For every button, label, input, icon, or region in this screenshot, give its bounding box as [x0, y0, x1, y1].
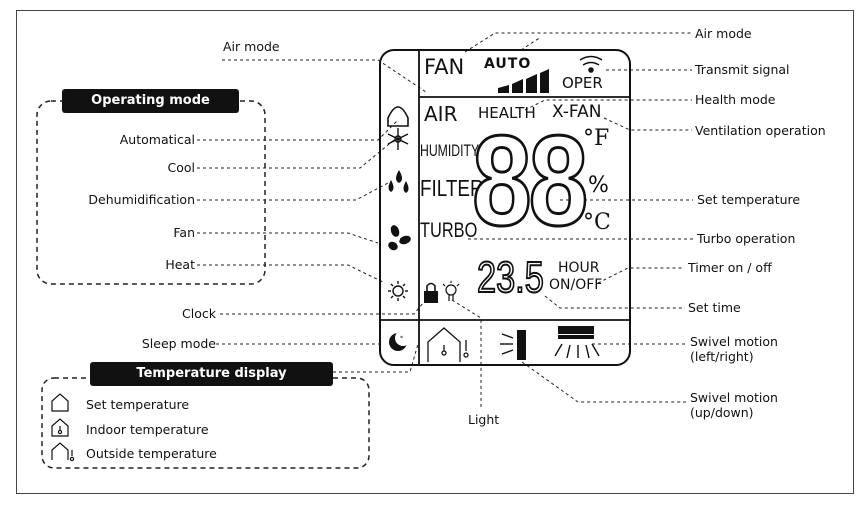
operating-mode-title: Operating mode — [62, 89, 239, 113]
diagram-frame — [16, 10, 854, 494]
callout-transmit-signal: Transmit signal — [695, 62, 790, 77]
outside-temp-legend-icon — [51, 442, 75, 462]
leader-light — [451, 299, 482, 408]
mode-cool: Cool — [167, 160, 196, 175]
lcd-panel — [379, 49, 631, 366]
callout-set-temperature: Set temperature — [697, 192, 801, 207]
leader-heat — [197, 264, 386, 284]
transmit-icon — [579, 55, 603, 73]
callout-air-mode-right: Air mode — [695, 26, 752, 41]
callout-clock: Clock — [182, 306, 216, 321]
leader-temp-display — [333, 343, 419, 373]
display-fan: FAN — [424, 55, 465, 79]
display-onoff: ON/OFF — [549, 277, 603, 293]
droplets-icon — [388, 170, 409, 193]
display-big-digits: 88 — [471, 110, 590, 253]
indoor-temp-legend-icon — [51, 418, 69, 437]
auto-mode-icon — [387, 106, 409, 127]
callout-turbo-operation: Turbo operation — [697, 231, 796, 246]
swivel-updown-icon — [500, 330, 526, 360]
moon-icon: * — [389, 330, 411, 351]
temperature-display-title: Temperature display — [90, 362, 333, 386]
mode-automatical: Automatical — [119, 132, 195, 147]
display-health: HEALTH — [478, 104, 536, 122]
display-oper: OPER — [562, 74, 603, 92]
legend-set-temperature: Set temperature — [86, 397, 190, 412]
callout-swivel-up-down: Swivel motion (up/down) — [690, 390, 778, 420]
callout-health-mode: Health mode — [695, 92, 776, 107]
display-unit-c: °C — [583, 210, 611, 235]
display-auto: AUTO — [484, 56, 532, 72]
callout-swivel-left-right: Swivel motion (left/right) — [690, 334, 778, 364]
svg-text:*: * — [400, 335, 403, 342]
display-hour: HOUR — [558, 260, 600, 276]
leader-health — [524, 99, 692, 111]
display-unit-percent: % — [588, 173, 609, 198]
display-turbo: TURBO — [420, 219, 478, 242]
leader-air-mode-left — [222, 59, 427, 93]
mode-fan: Fan — [173, 225, 195, 240]
leader-set-time — [544, 295, 685, 309]
fan-blades-icon — [388, 225, 411, 251]
display-humidity: HUMIDITY — [420, 141, 480, 160]
house-temp-icon — [427, 327, 469, 362]
sun-icon — [388, 281, 408, 301]
callout-air-mode-left: Air mode — [223, 39, 280, 54]
mode-heat: Heat — [165, 257, 195, 272]
leader-fan — [197, 232, 379, 244]
mode-dehumidification: Dehumidification — [88, 192, 195, 207]
signal-bars-icon — [498, 69, 549, 93]
swivel-leftright-icon — [554, 326, 600, 359]
display-unit-f: °F — [583, 126, 610, 151]
display-air: AIR — [424, 102, 458, 126]
callout-set-time: Set time — [688, 300, 741, 315]
temperature-display-box — [41, 377, 370, 469]
legend-indoor-temperature: Indoor temperature — [86, 422, 209, 437]
callout-timer-on-off: Timer on / off — [688, 260, 772, 275]
leader-automatical — [197, 119, 399, 141]
leader-dehumidification — [197, 182, 389, 201]
display-xfan: X-FAN — [552, 102, 602, 122]
legend-outside-temperature: Outside temperature — [86, 446, 217, 461]
leader-ventilation — [603, 117, 692, 131]
callout-ventilation-operation: Ventilation operation — [695, 123, 826, 138]
set-temp-legend-icon — [51, 393, 69, 412]
callout-light: Light — [468, 412, 500, 427]
leader-air-mode-auto — [520, 36, 542, 51]
bulb-icon — [442, 281, 460, 301]
lock-icon — [424, 282, 438, 303]
display-time-digits: 23.5 — [476, 253, 544, 302]
leader-timer — [597, 267, 683, 284]
display-filter: FILTER — [420, 175, 484, 201]
leader-swivel-ud — [521, 361, 686, 403]
snowflake-icon — [387, 128, 409, 150]
leader-cool — [197, 139, 395, 169]
callout-sleep-mode: Sleep mode — [141, 336, 216, 351]
